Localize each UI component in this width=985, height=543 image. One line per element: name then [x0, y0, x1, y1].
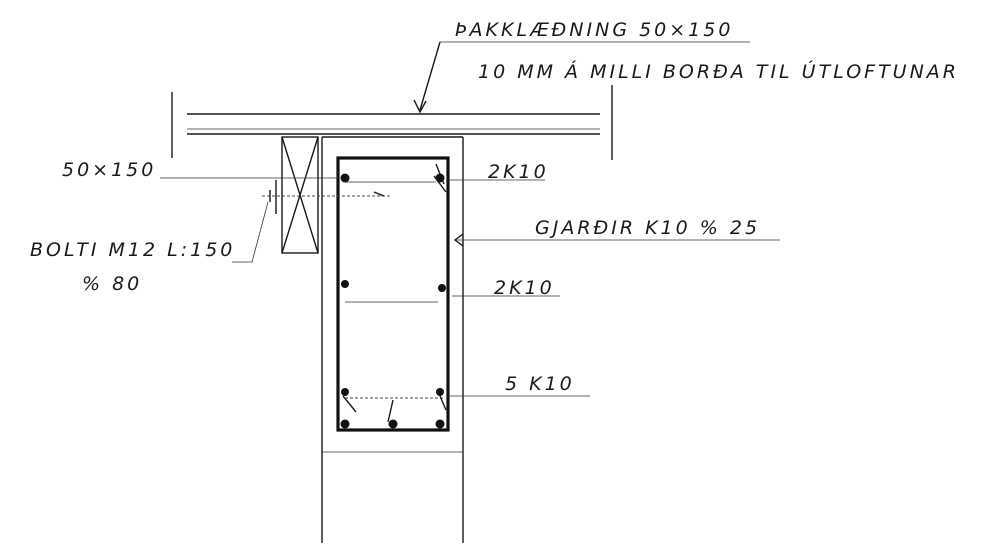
- bottom-bars-label: 5 K10: [505, 373, 575, 395]
- rebar-stirrup: [336, 156, 450, 432]
- top-bars-label: 2K10: [488, 161, 549, 183]
- bolt: [262, 180, 390, 214]
- timber-member: [281, 136, 319, 254]
- annotations: ÞAKKLÆÐNING 50×150 10 MM Á MILLI BORÐA T…: [30, 19, 959, 395]
- rebar-bars: [340, 173, 446, 429]
- panel-note-label: 10 MM Á MILLI BORÐA TIL ÚTLOFTUNAR: [478, 59, 959, 83]
- stirrups-label: GJARÐIR K10 % 25: [535, 217, 760, 239]
- bolt-label: BOLTI M12 L:150: [30, 239, 235, 261]
- bolt-spacing-label: % 80: [82, 273, 142, 295]
- panel-title-label: ÞAKKLÆÐNING 50×150: [455, 19, 733, 41]
- concrete-beam: [321, 136, 464, 543]
- roof-cladding: [171, 85, 613, 160]
- timber-label: 50×150: [62, 159, 156, 181]
- leader-lines: [160, 41, 780, 397]
- mid-bars-label: 2K10: [494, 277, 555, 299]
